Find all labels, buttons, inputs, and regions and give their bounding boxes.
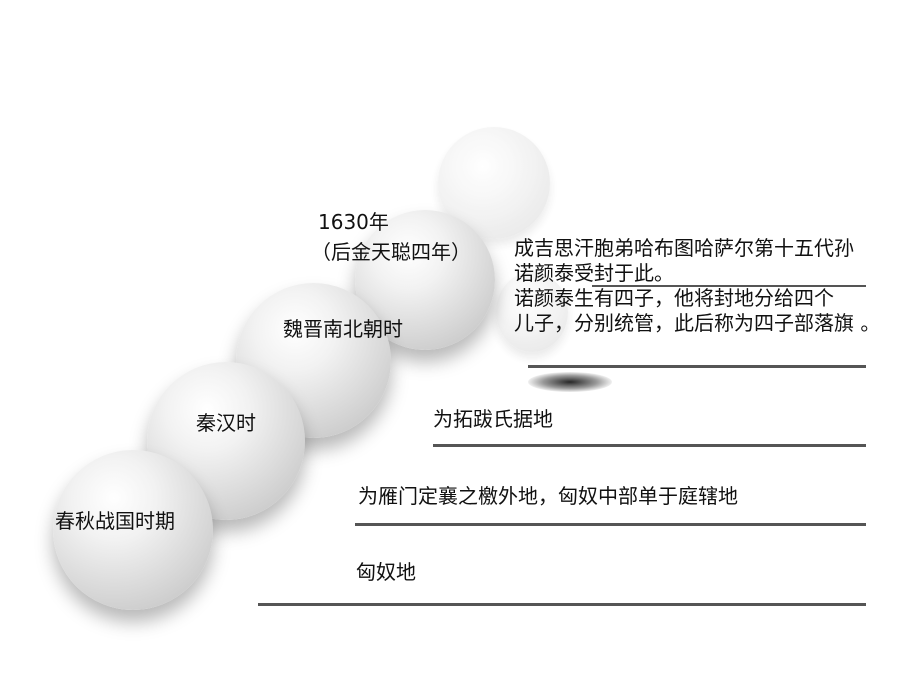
divider-3 bbox=[433, 444, 866, 447]
shadow-accent bbox=[528, 372, 612, 392]
divider-4-upper bbox=[592, 285, 866, 287]
description-4: 成吉思汗胞弟哈布图哈萨尔第十五代孙 诺颜泰受封于此。 诺颜泰生有四子，他将封地分… bbox=[514, 236, 880, 336]
description-4-line-4: 儿子，分别统管，此后称为四子部落旗 。 bbox=[514, 311, 881, 335]
divider-1 bbox=[258, 603, 866, 606]
divider-2 bbox=[355, 523, 866, 526]
description-2: 为雁门定襄之檄外地，匈奴中部单于庭辖地 bbox=[358, 484, 738, 508]
divider-4 bbox=[528, 365, 866, 368]
stage-ball-1 bbox=[53, 450, 213, 610]
description-4-line-3: 诺颜泰生有四子，他将封地分给四个 bbox=[514, 286, 834, 310]
description-3: 为拓跋氏据地 bbox=[433, 407, 553, 431]
stage-label-4-year: 1630年 bbox=[318, 210, 389, 234]
stage-label-1: 春秋战国时期 bbox=[55, 509, 175, 533]
stage-label-4-era: （后金天聪四年） bbox=[311, 240, 471, 264]
description-4-line-2: 诺颜泰受封于此。 bbox=[514, 261, 674, 285]
decor-circle-right bbox=[496, 272, 568, 352]
description-1: 匈奴地 bbox=[356, 560, 416, 584]
description-4-line-1: 成吉思汗胞弟哈布图哈萨尔第十五代孙 bbox=[514, 236, 854, 260]
stage-label-3: 魏晋南北朝时 bbox=[283, 317, 403, 341]
stage-label-2: 秦汉时 bbox=[196, 411, 256, 435]
